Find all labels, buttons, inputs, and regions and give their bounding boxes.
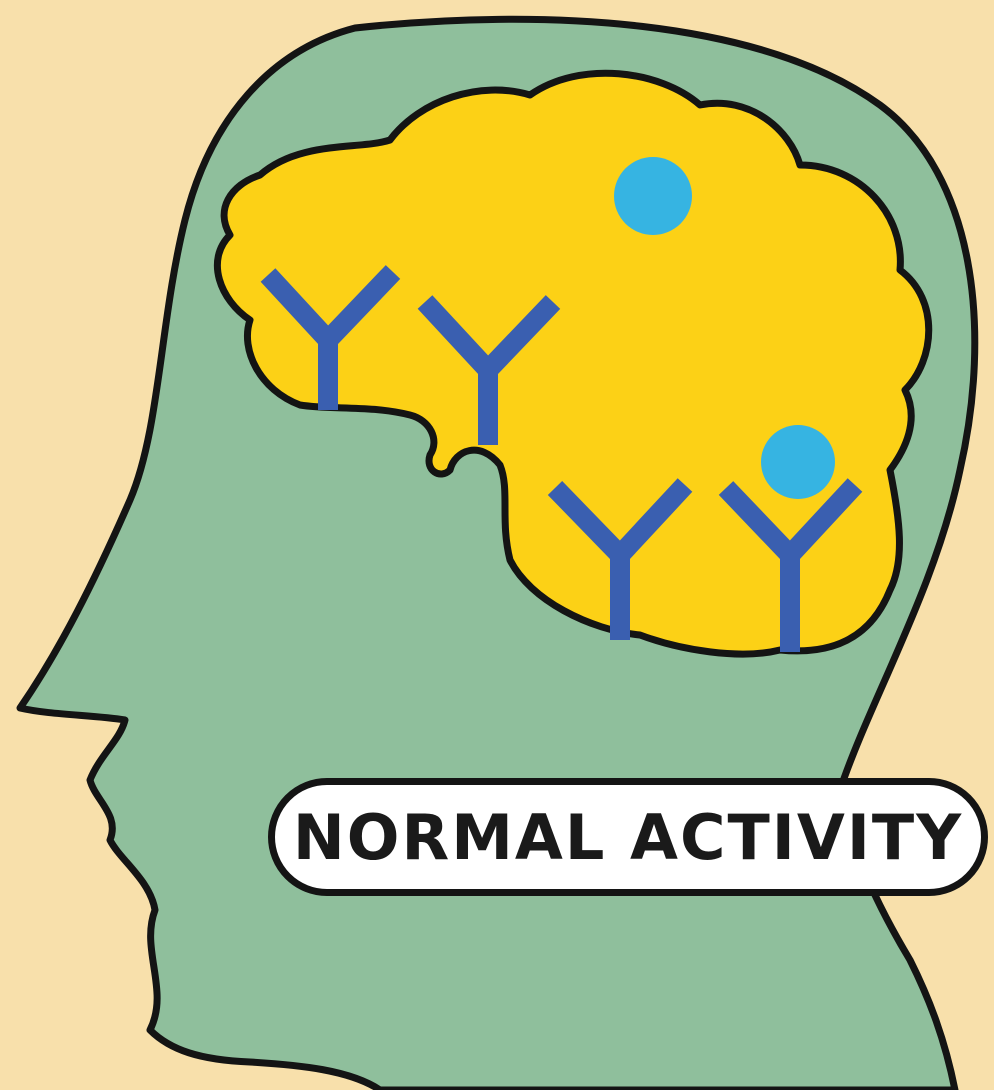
free-molecule [614, 157, 692, 235]
label-text: NORMAL ACTIVITY [293, 801, 963, 874]
bound-molecule [761, 425, 835, 499]
normal-activity-label: NORMAL ACTIVITY [268, 778, 988, 896]
